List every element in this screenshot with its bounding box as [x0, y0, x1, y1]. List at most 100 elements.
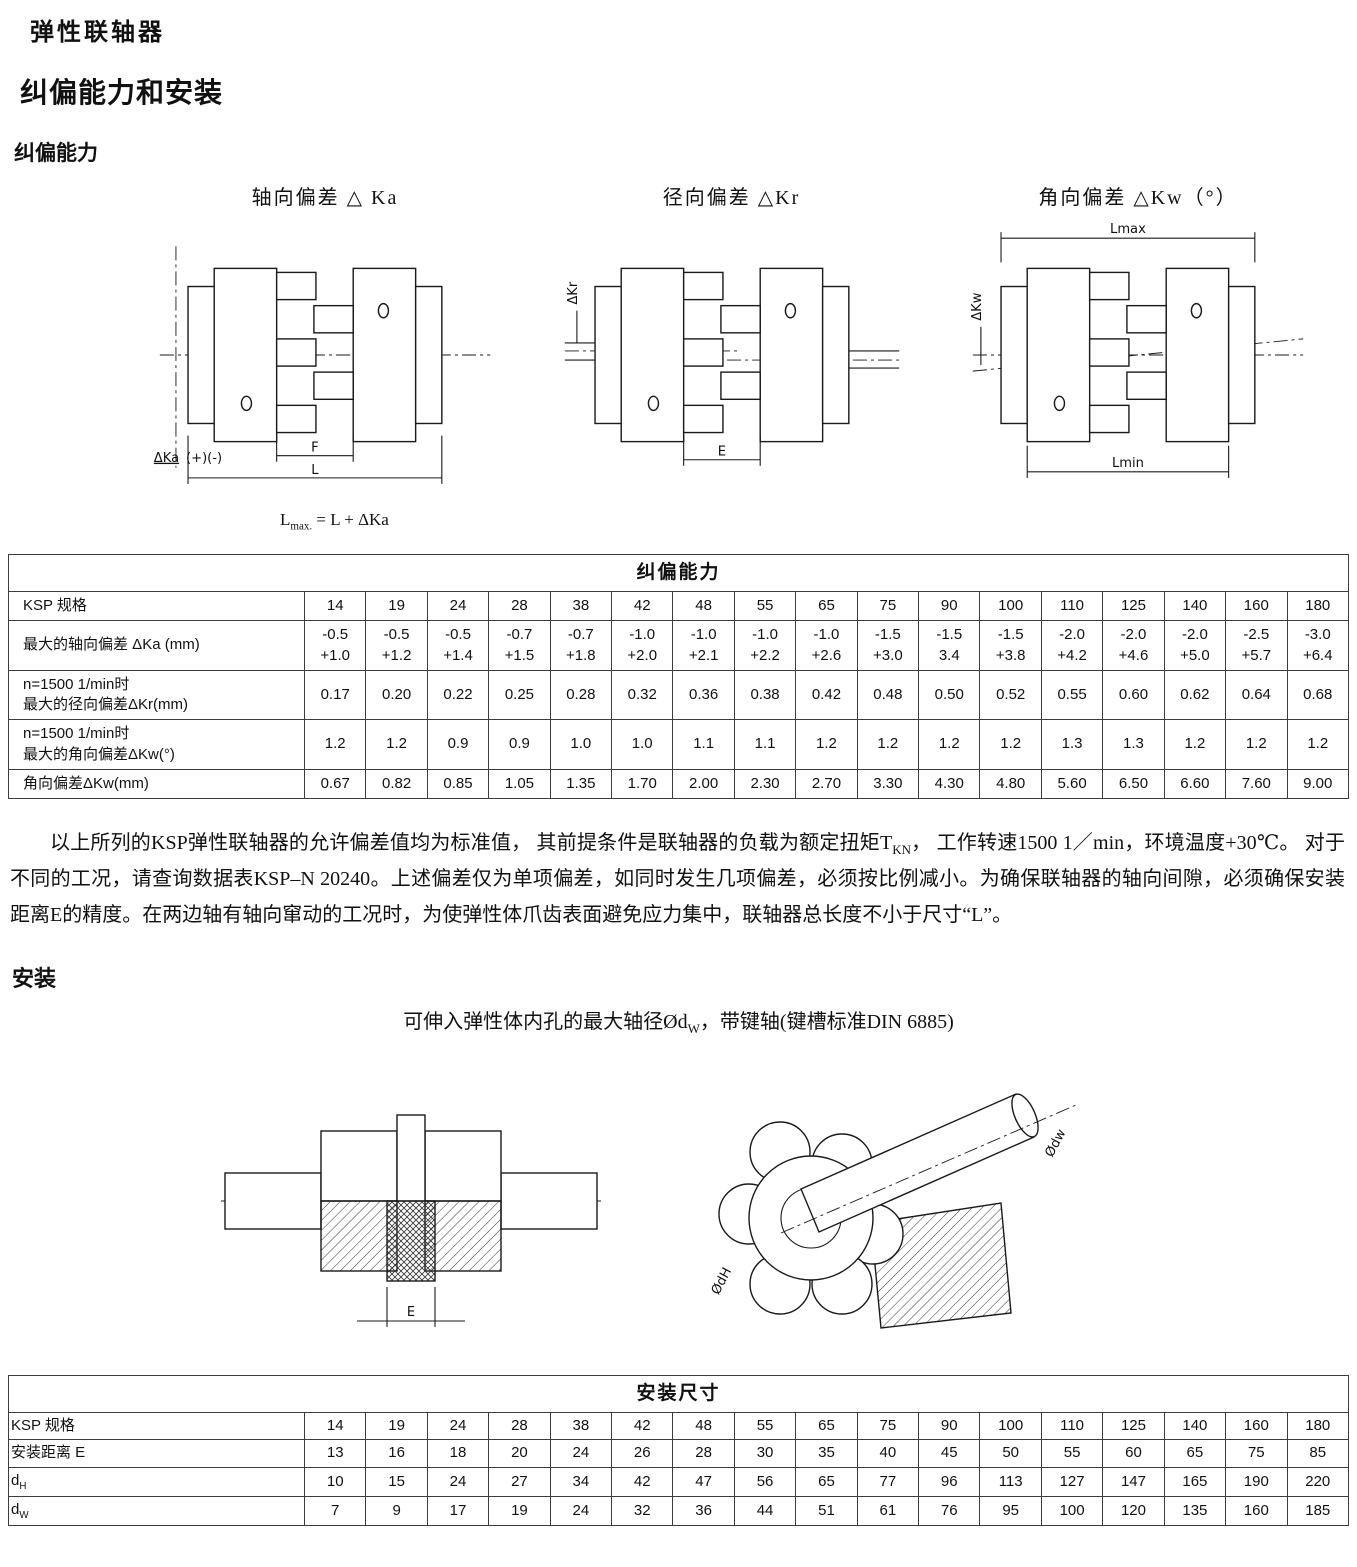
table-cell: 55	[733, 1412, 797, 1441]
table-cell: -0.7 +1.8	[549, 620, 613, 671]
table-cell: 100	[979, 591, 1042, 622]
table-cell: 1.1	[672, 719, 735, 770]
radial-caption: 径向偏差 △Kr	[662, 187, 801, 209]
table-cell: 15	[365, 1466, 428, 1497]
table-cell: 7.60	[1225, 768, 1288, 800]
row-label: KSP 规格	[8, 591, 305, 622]
table-cell: 180	[1286, 1412, 1349, 1441]
install-diagrams: E ØdH Ødw	[0, 1037, 1357, 1353]
page-title: 弹性联轴器	[30, 19, 165, 46]
table-title: 安装尺寸	[8, 1375, 1349, 1414]
table-cell: 160	[1225, 1495, 1288, 1526]
table-cell: 65	[795, 1466, 858, 1497]
table-cell: 48	[672, 1412, 735, 1441]
table-cell: 77	[856, 1466, 920, 1497]
spider-shaft-drawing: ØdH Ødw	[708, 1093, 1076, 1330]
axial-deviation-figure: 轴向偏差 △ Ka F	[150, 181, 500, 496]
table-cell: 19	[488, 1495, 551, 1526]
table-cell: 24	[426, 1412, 490, 1441]
table-cell: 32	[611, 1495, 674, 1526]
table-cell: 40	[856, 1439, 920, 1468]
table-cell: -2.0 +4.6	[1102, 620, 1165, 671]
row-label: 角向偏差ΔKw(mm)	[8, 768, 305, 800]
table-cell: 1.70	[611, 768, 674, 800]
table-cell: -1.0 +2.1	[672, 620, 735, 671]
table-cell: 76	[918, 1495, 981, 1526]
table-cell: 38	[549, 1412, 613, 1441]
table-cell: 0.9	[488, 719, 551, 770]
section-heading: 纠偏能力和安装	[20, 77, 224, 108]
table-cell: 19	[365, 591, 428, 622]
table-cell: 160	[1225, 1412, 1288, 1441]
table-cell: -1.0 +2.2	[733, 620, 797, 671]
table-cell: 90	[918, 1412, 981, 1441]
table-cell: 24	[549, 1495, 613, 1526]
table-cell: -2.0 +4.2	[1040, 620, 1104, 671]
table-cell: 160	[1225, 591, 1288, 622]
dim-dkw-label: ΔKw	[970, 292, 985, 321]
table-cell: 0.28	[549, 669, 613, 721]
table-cell: 27	[488, 1466, 551, 1497]
dim-lmin-label: Lmin	[1112, 456, 1144, 471]
table-cell: -1.5 +3.0	[856, 620, 920, 671]
table-cell: 0.62	[1163, 669, 1227, 721]
table-cell: 1.3	[1040, 719, 1104, 770]
row-label: KSP 规格	[8, 1412, 305, 1441]
table-cell: 14	[303, 591, 367, 622]
table-cell: 120	[1102, 1495, 1165, 1526]
row-label: n=1500 1/min时 最大的径向偏差ΔKr(mm)	[8, 669, 305, 721]
table-cell: 0.25	[488, 669, 551, 721]
table-cell: 0.60	[1102, 669, 1165, 721]
table-cell: 3.30	[856, 768, 920, 800]
table-cell: 100	[1040, 1495, 1104, 1526]
misalignment-diagrams: 轴向偏差 △ Ka F	[0, 167, 1357, 496]
table-cell: 1.2	[918, 719, 981, 770]
table-cell: 75	[1225, 1439, 1288, 1468]
table-cell: 1.2	[1286, 719, 1349, 770]
row-label: 安装距离 E	[8, 1439, 305, 1468]
dim-dh-label: ØdH	[708, 1266, 735, 1298]
table-cell: 180	[1286, 591, 1349, 622]
table-cell: 140	[1163, 1412, 1227, 1441]
table-cell: 0.68	[1286, 669, 1349, 721]
table-cell: 30	[733, 1439, 797, 1468]
capacity-heading: 纠偏能力	[14, 142, 98, 165]
table-cell: 51	[795, 1495, 858, 1526]
table-cell: 75	[856, 1412, 920, 1441]
table-cell: 2.30	[733, 768, 797, 800]
table-cell: 0.52	[979, 669, 1042, 721]
row-label: 最大的轴向偏差 ΔKa (mm)	[8, 620, 305, 671]
table-cell: 45	[918, 1439, 981, 1468]
table-cell: 1.2	[979, 719, 1042, 770]
table-cell: -1.0 +2.6	[795, 620, 858, 671]
table-title: 纠偏能力	[8, 554, 1349, 593]
row-label: dH	[8, 1466, 305, 1497]
table-cell: -1.0 +2.0	[611, 620, 674, 671]
table-cell: 47	[672, 1466, 735, 1497]
table-cell: 1.3	[1102, 719, 1165, 770]
table-cell: 7	[303, 1495, 367, 1526]
table-cell: 42	[611, 1466, 674, 1497]
dim-dka-signs: (+)(-)	[186, 451, 222, 466]
table-cell: 24	[549, 1439, 613, 1468]
table-cell: 65	[795, 591, 858, 622]
table-cell: 185	[1286, 1495, 1349, 1526]
table-cell: 85	[1286, 1439, 1349, 1468]
table-cell: 6.50	[1102, 768, 1165, 800]
table-cell: 190	[1225, 1466, 1288, 1497]
table-cell: 0.48	[856, 669, 920, 721]
table-cell: 1.2	[856, 719, 920, 770]
table-cell: 2.70	[795, 768, 858, 800]
table-cell: 1.2	[365, 719, 428, 770]
table-cell: 95	[979, 1495, 1042, 1526]
table-cell: 125	[1102, 591, 1165, 622]
table-cell: 24	[426, 1466, 490, 1497]
